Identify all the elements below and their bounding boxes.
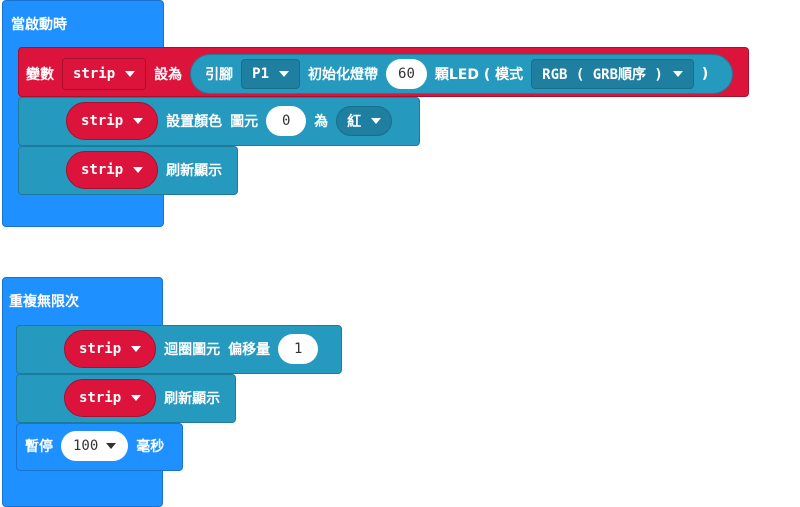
chevron-down-icon bbox=[131, 395, 142, 401]
chevron-down-icon bbox=[106, 443, 117, 449]
variable-name: strip bbox=[81, 113, 124, 129]
strip-variable[interactable]: strip bbox=[64, 379, 157, 417]
set-variable-label: 變數 bbox=[26, 67, 54, 83]
chevron-down-icon bbox=[672, 71, 683, 77]
forever-title: 重複無限次 bbox=[9, 294, 79, 310]
chevron-down-icon bbox=[133, 167, 144, 173]
chevron-down-icon bbox=[371, 118, 382, 124]
show-label: 刷新顯示 bbox=[166, 163, 223, 179]
pin-dropdown[interactable]: P1 bbox=[241, 59, 301, 89]
mode-value: RGB ( GRB順序 ) bbox=[542, 67, 663, 83]
to-label: 為 bbox=[314, 114, 329, 130]
variable-name: strip bbox=[81, 162, 124, 178]
rotate-label: 迴圈圖元 bbox=[164, 342, 221, 358]
neopixel-create-block[interactable]: 引腳 P1 初始化燈帶 60 顆LED ( 模式 RGB ( GRB順序 ) ) bbox=[190, 54, 734, 94]
set-color-label: 設置顏色 bbox=[166, 114, 223, 130]
ms-label: 毫秒 bbox=[136, 439, 165, 455]
close-paren: ) bbox=[701, 66, 709, 82]
mode-dropdown[interactable]: RGB ( GRB順序 ) bbox=[531, 59, 694, 89]
pixel-index-input[interactable]: 0 bbox=[266, 106, 307, 136]
led-mode-label: 顆LED ( 模式 bbox=[434, 67, 524, 83]
pause-duration-dropdown[interactable]: 100 bbox=[61, 431, 129, 461]
pin-label: 引腳 bbox=[205, 67, 234, 83]
offset-input[interactable]: 1 bbox=[278, 334, 319, 364]
color-dropdown[interactable]: 紅 bbox=[336, 106, 393, 136]
init-strip-label: 初始化燈帶 bbox=[308, 67, 379, 83]
offset-label: 偏移量 bbox=[228, 342, 271, 358]
strip-variable[interactable]: strip bbox=[66, 102, 159, 140]
chevron-down-icon bbox=[131, 346, 142, 352]
strip-variable[interactable]: strip bbox=[66, 151, 159, 189]
set-to-label: 設為 bbox=[154, 67, 183, 83]
on-start-title: 當啟動時 bbox=[11, 17, 67, 33]
chevron-down-icon bbox=[125, 71, 136, 77]
variable-dropdown[interactable]: strip bbox=[62, 58, 147, 90]
variable-name: strip bbox=[79, 341, 122, 357]
strip-variable[interactable]: strip bbox=[64, 330, 157, 368]
pin-value: P1 bbox=[252, 66, 270, 82]
color-value: 紅 bbox=[347, 114, 362, 130]
show-label: 刷新顯示 bbox=[164, 391, 221, 407]
chevron-down-icon bbox=[133, 118, 144, 124]
chevron-down-icon bbox=[279, 71, 290, 77]
pause-value: 100 bbox=[73, 438, 99, 454]
pause-label: 暫停 bbox=[25, 439, 53, 455]
led-count-input[interactable]: 60 bbox=[386, 59, 427, 89]
pixel-label: 圖元 bbox=[230, 114, 259, 130]
variable-name: strip bbox=[79, 390, 122, 406]
variable-name: strip bbox=[73, 66, 116, 82]
